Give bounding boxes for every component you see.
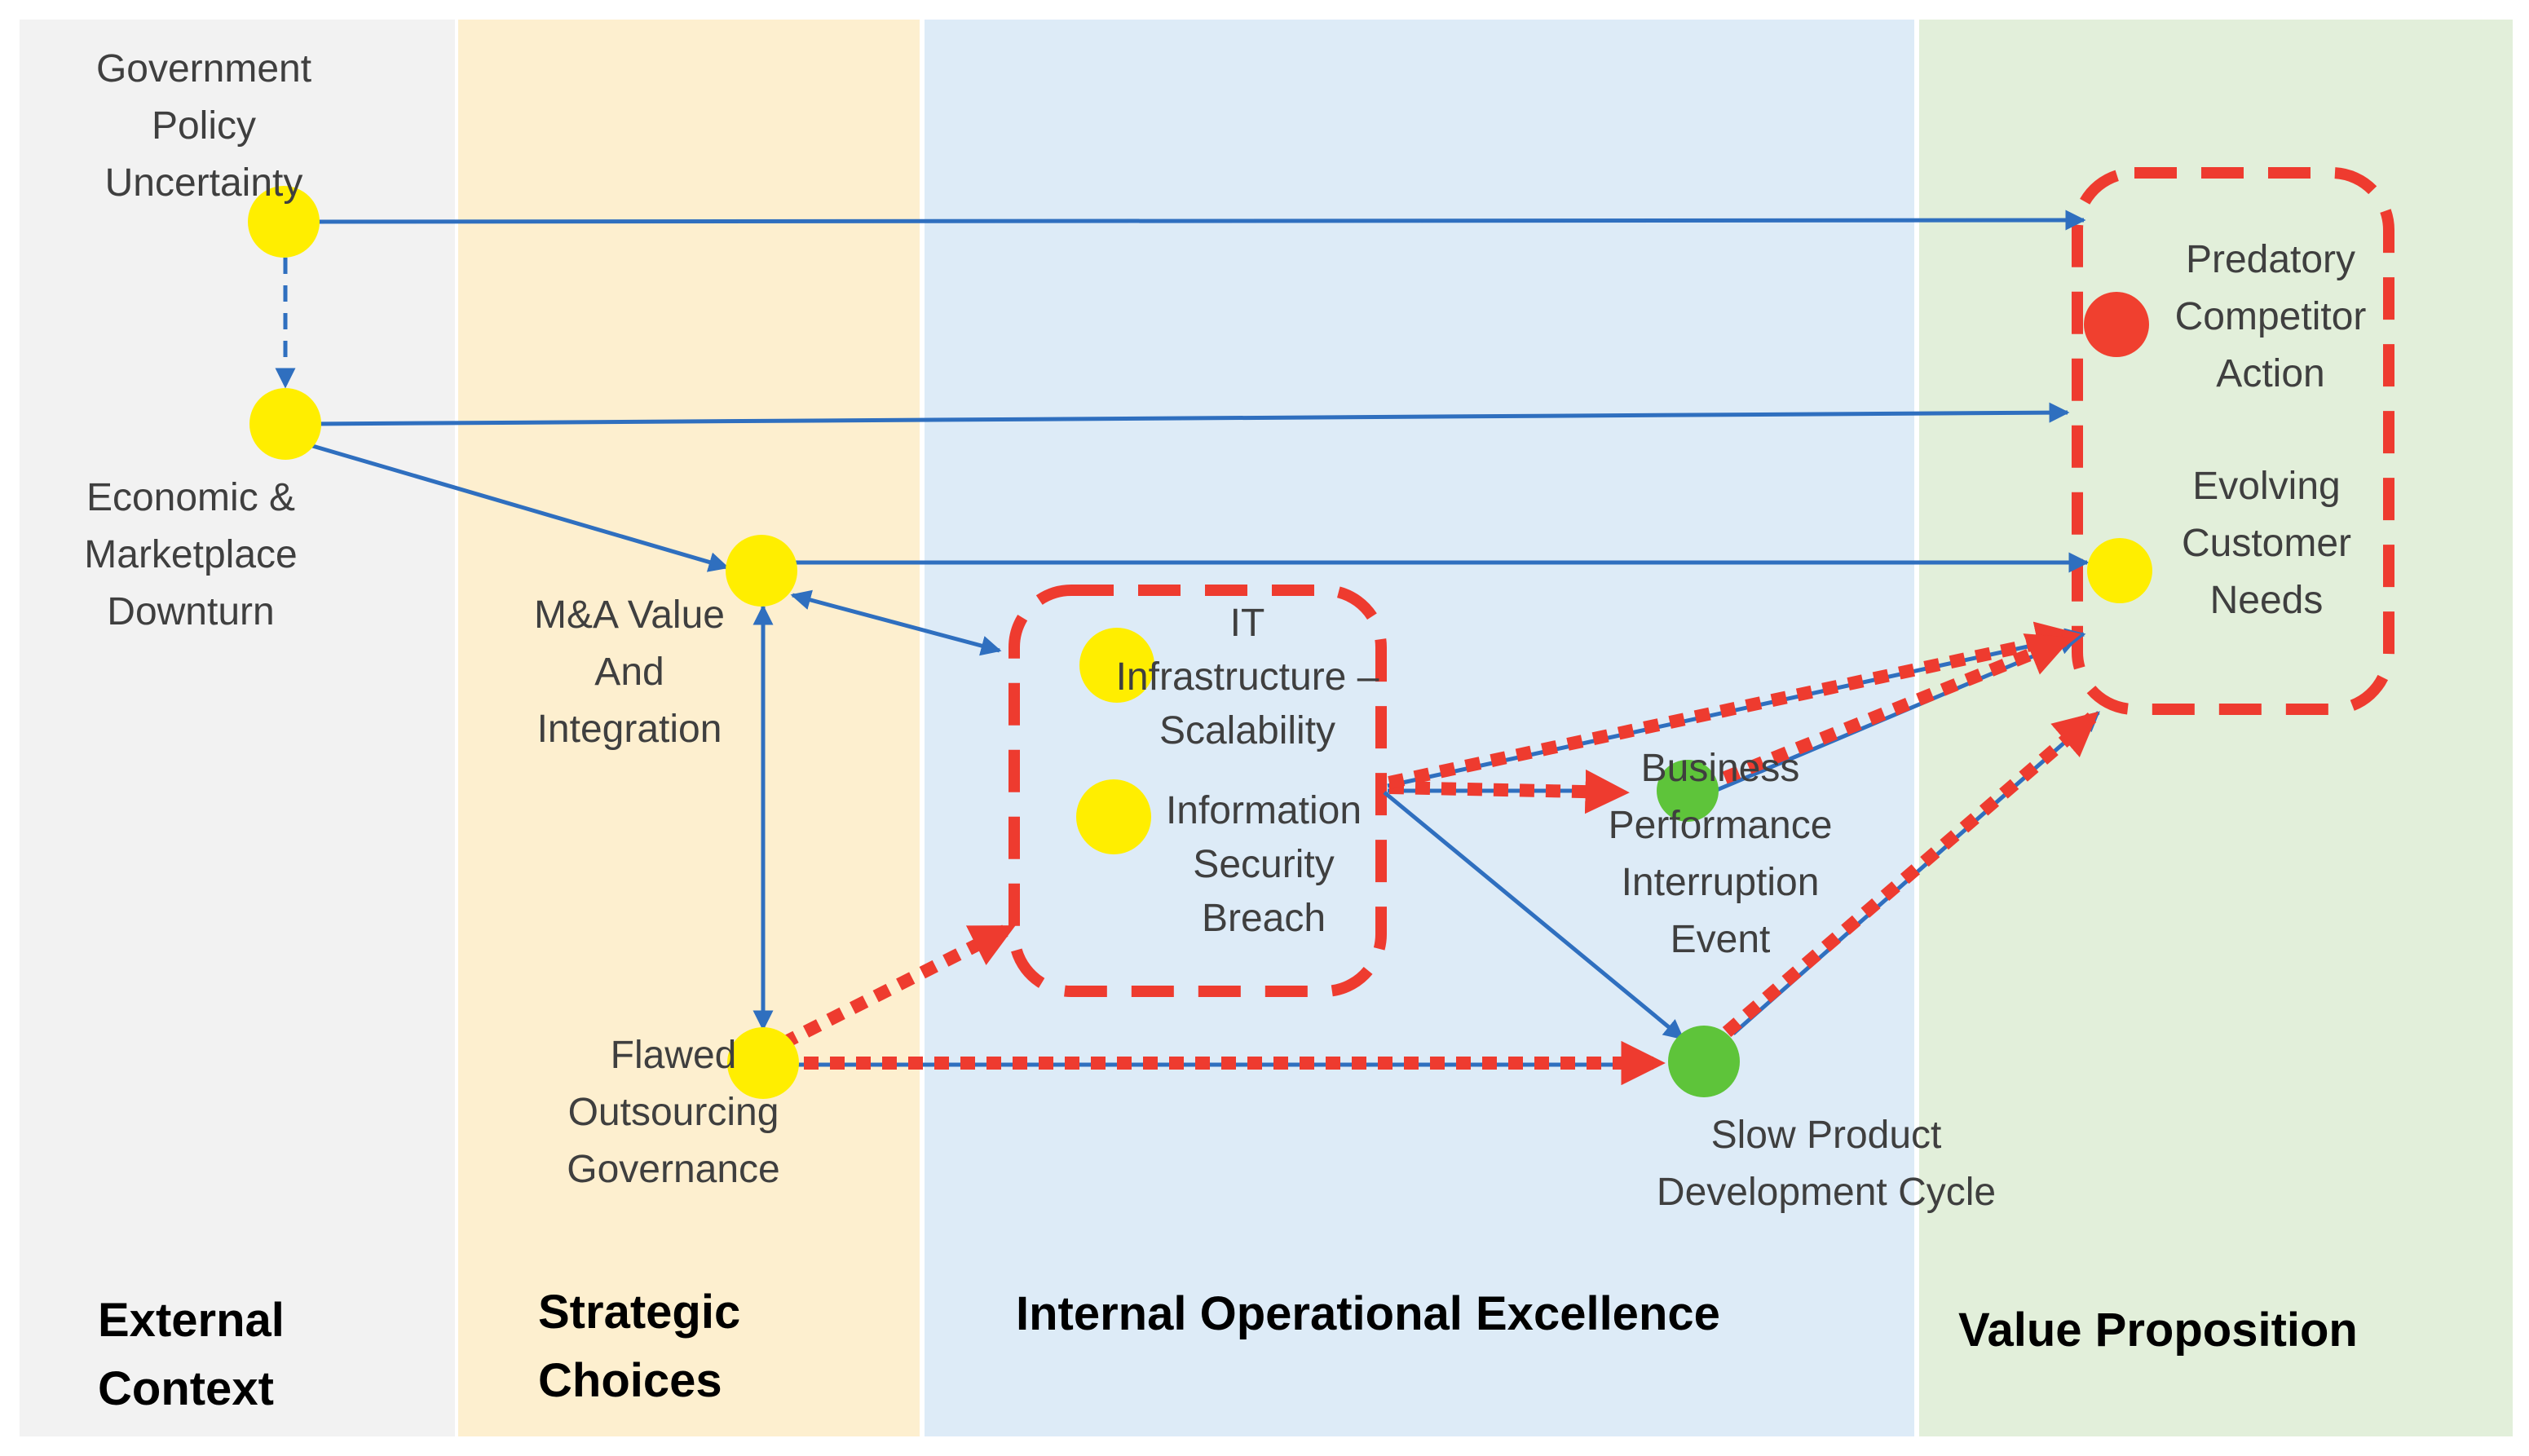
- column-title-internal-operational-excellence: Internal Operational Excellence: [1016, 1287, 1720, 1340]
- value-cluster-dashed-box: [2072, 167, 2394, 715]
- node-predatory-competitor: [2084, 292, 2149, 357]
- risk-path-it-to-business: [1388, 769, 1630, 814]
- node-markers: [248, 186, 2152, 1099]
- arrow-business-to-value-blue: [1706, 635, 2080, 796]
- external-context-band: [20, 20, 455, 1436]
- label-business-performance: Business Performance Interruption Event: [1608, 747, 1833, 961]
- label-ma-value: M&A Value And Integration: [534, 593, 725, 751]
- label-slow-product: Slow Product Development Cycle: [1656, 1114, 1997, 1214]
- label-flawed-outsourcing: Flawed Outsourcing Governance: [567, 1034, 780, 1191]
- label-it-infrastructure: IT Infrastructure – Scalability: [1115, 602, 1379, 752]
- node-business-performance: [1657, 760, 1719, 822]
- label-evolving-customer: Evolving Customer Needs: [2181, 465, 2352, 622]
- node-economic-downturn: [249, 388, 321, 460]
- value-proposition-band: [1919, 20, 2513, 1436]
- risk-path-flawed-to-it: [779, 923, 1016, 1050]
- arrow-policy-to-predatory: [306, 210, 2086, 231]
- arrow-ma-it-bidirectional: [790, 589, 1002, 656]
- label-government-policy: Government Policy Uncertainty: [95, 47, 312, 205]
- node-flawed-outsourcing: [727, 1027, 799, 1099]
- it-cluster-dashed-box: [1009, 585, 1387, 997]
- arrow-economic-to-ma: [309, 443, 730, 572]
- internal-operational-excellence-band: [925, 20, 1914, 1436]
- label-information-security: Information Security Breach: [1165, 789, 1362, 940]
- risk-path-business-to-value: [1698, 633, 2073, 794]
- node-government-policy: [248, 186, 320, 258]
- node-evolving-customer: [2087, 538, 2152, 603]
- arrow-economic-to-value: [307, 402, 2070, 426]
- column-title-strategic-choices: Strategic Choices: [538, 1286, 741, 1407]
- node-information-security: [1076, 779, 1151, 854]
- column-title-external-context: External Context: [98, 1294, 285, 1415]
- column-title-value-proposition: Value Proposition: [1958, 1304, 2358, 1357]
- node-ma-value: [726, 535, 797, 607]
- node-slow-product: [1668, 1026, 1740, 1097]
- risk-path-slow-product-to-value: [1722, 711, 2099, 1038]
- strategic-choices-band: [458, 20, 920, 1436]
- label-economic-downturn: Economic & Marketplace Downturn: [84, 476, 298, 633]
- label-predatory-competitor: Predatory Competitor Action: [2174, 238, 2367, 395]
- risk-path-it-to-value: [1388, 621, 2081, 789]
- arrow-it-to-slow-product: [1383, 791, 1684, 1040]
- node-it-infrastructure: [1079, 628, 1154, 703]
